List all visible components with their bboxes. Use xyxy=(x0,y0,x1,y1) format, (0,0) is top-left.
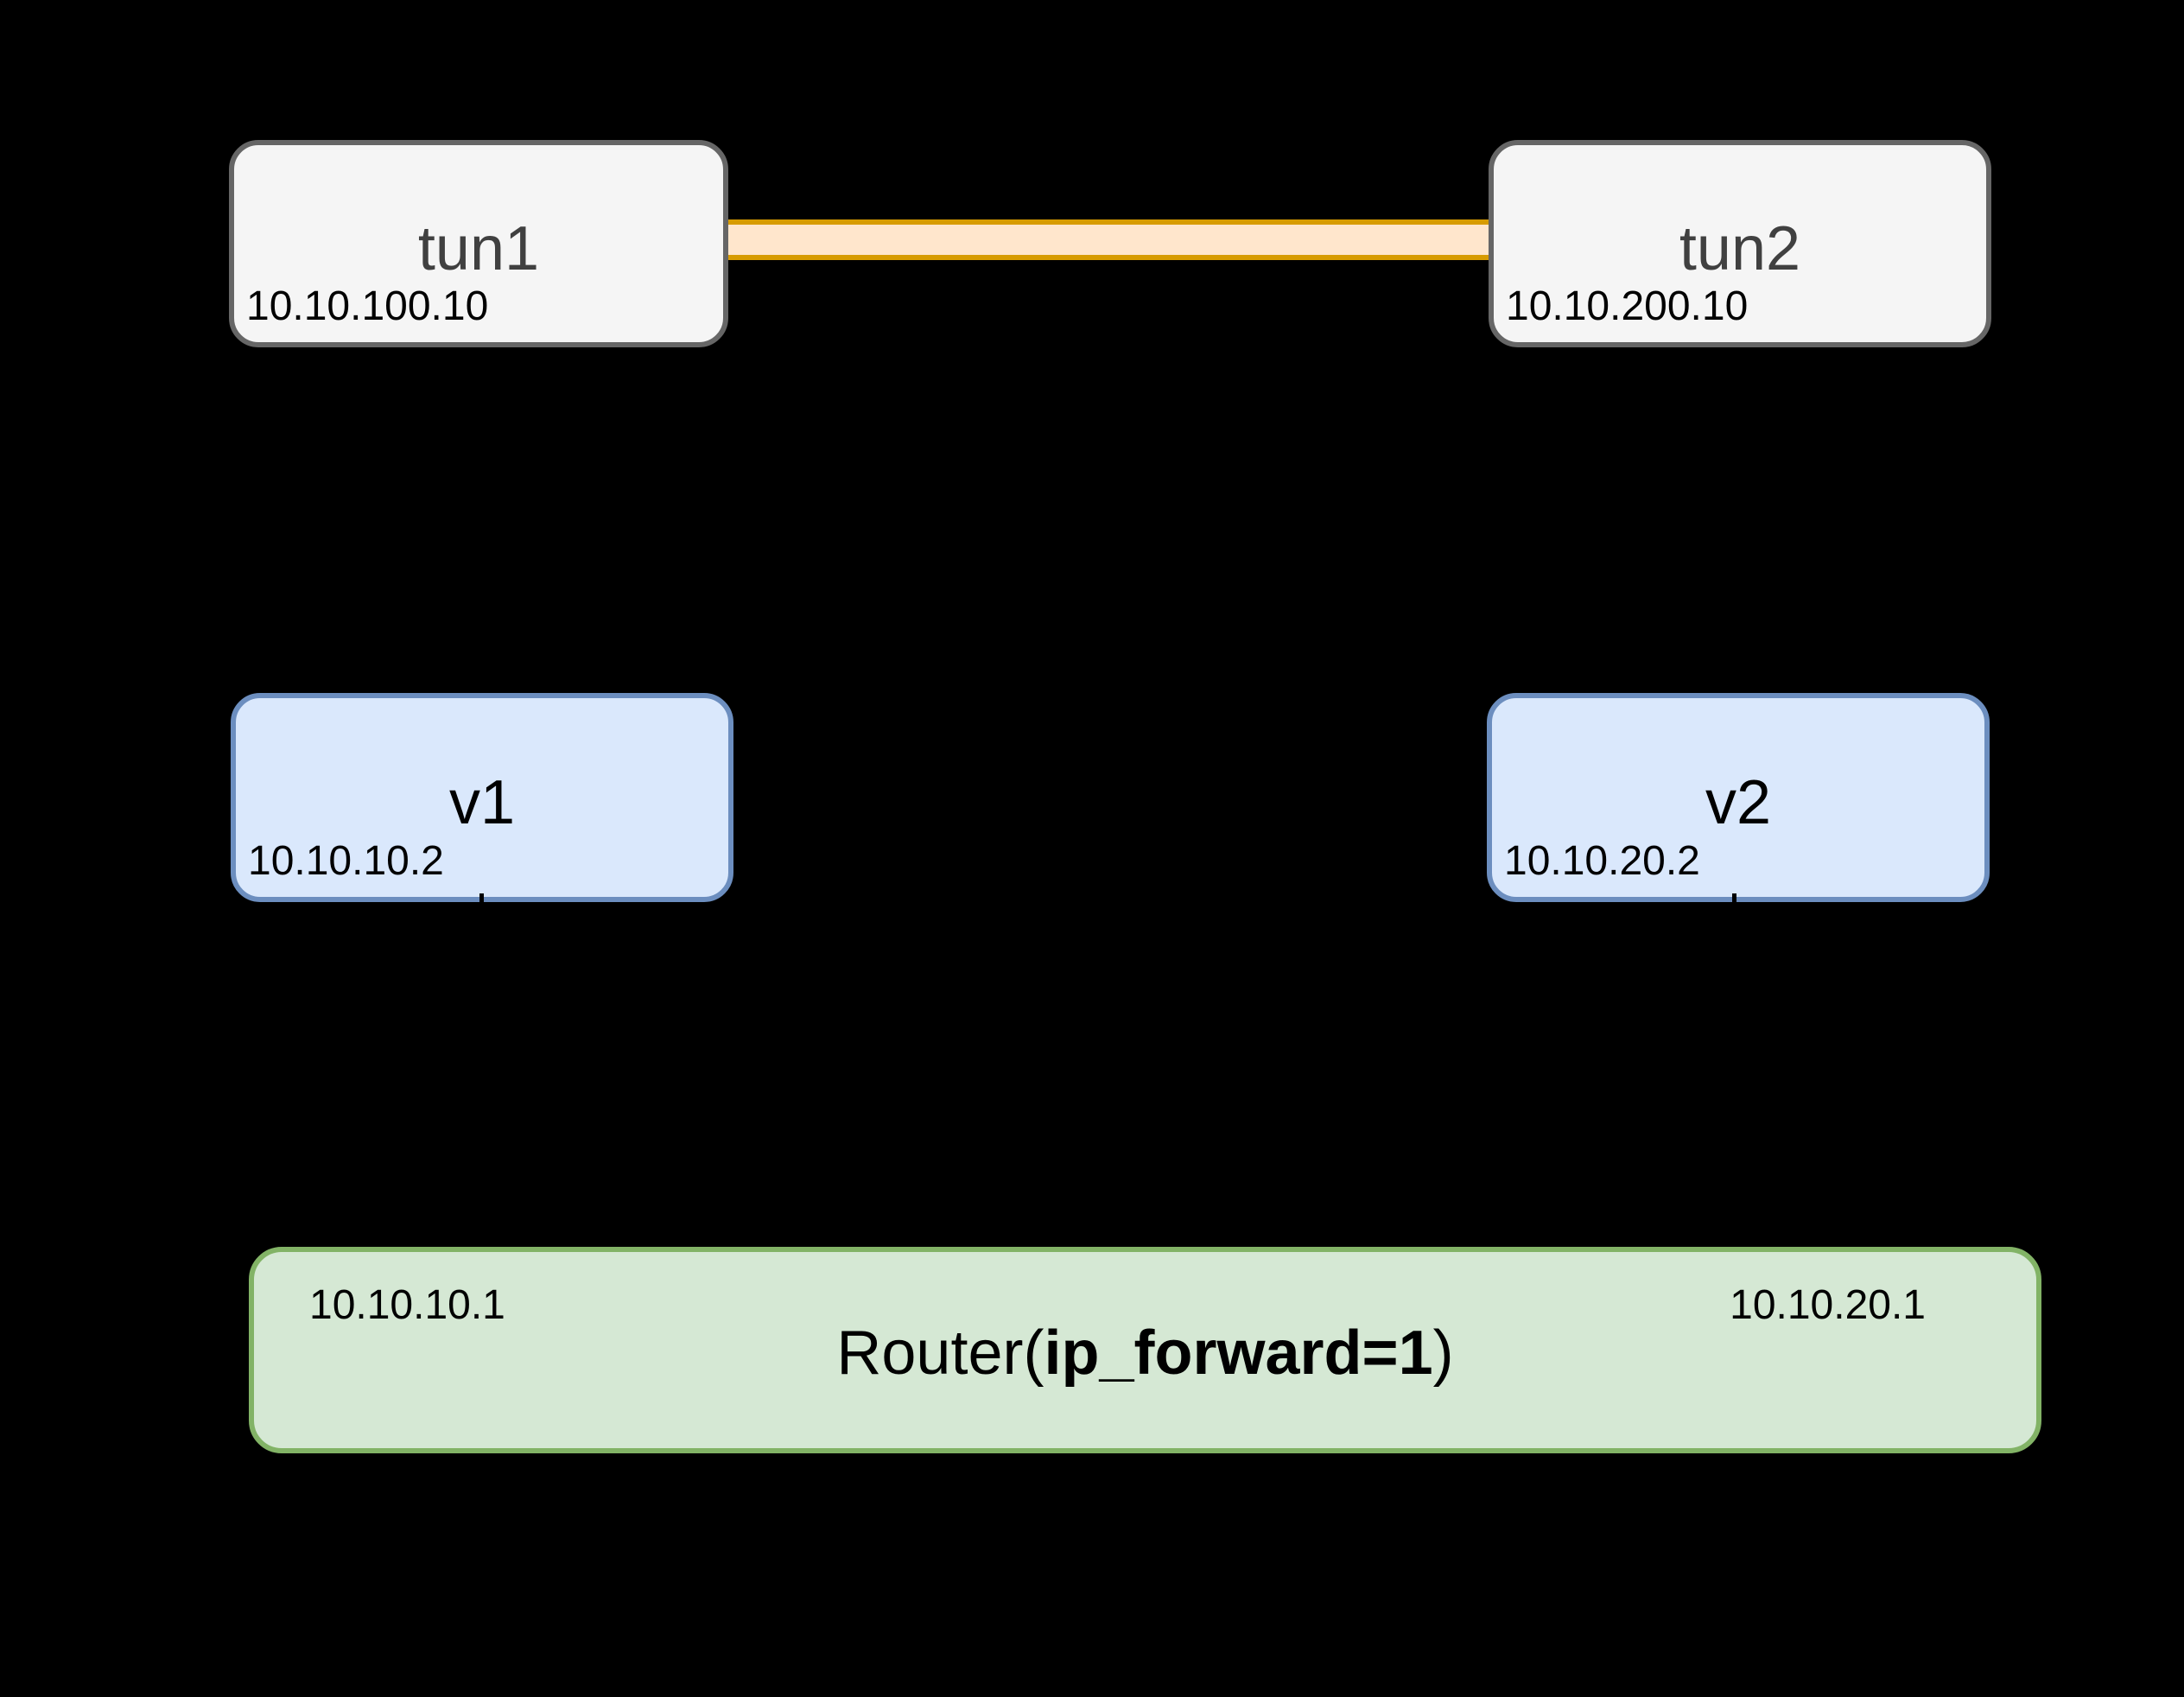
node-router: Router(ip_forward=1) 10.10.10.1 10.10.20… xyxy=(249,1247,2041,1453)
node-v1-ip: 10.10.10.2 xyxy=(248,838,444,885)
node-tun1-label: tun1 xyxy=(417,214,540,284)
connector-stub-v2-router xyxy=(1732,893,1736,911)
router-ip-right: 10.10.20.1 xyxy=(1730,1282,1926,1328)
tunnel-link xyxy=(728,219,1489,260)
node-tun2: tun2 10.10.200.10 xyxy=(1489,140,1991,347)
router-label-prefix: Router( xyxy=(836,1318,1044,1388)
connector-stub-v1-router xyxy=(479,893,484,911)
router-label-ip-forward: ip_forward=1 xyxy=(1044,1318,1433,1388)
node-v1: v1 10.10.10.2 xyxy=(231,693,733,902)
node-v2-label: v2 xyxy=(1705,768,1772,838)
node-tun2-label: tun2 xyxy=(1679,214,1801,284)
router-ip-left: 10.10.10.1 xyxy=(309,1282,505,1328)
node-tun1-ip: 10.10.100.10 xyxy=(246,283,489,330)
router-label-suffix: ) xyxy=(1432,1318,1454,1388)
node-router-label: Router(ip_forward=1) xyxy=(836,1312,1453,1389)
node-v2: v2 10.10.20.2 xyxy=(1487,693,1990,902)
node-v2-ip: 10.10.20.2 xyxy=(1504,838,1700,885)
node-tun2-ip: 10.10.200.10 xyxy=(1506,283,1749,330)
node-tun1: tun1 10.10.100.10 xyxy=(229,140,728,347)
node-v1-label: v1 xyxy=(448,768,516,838)
